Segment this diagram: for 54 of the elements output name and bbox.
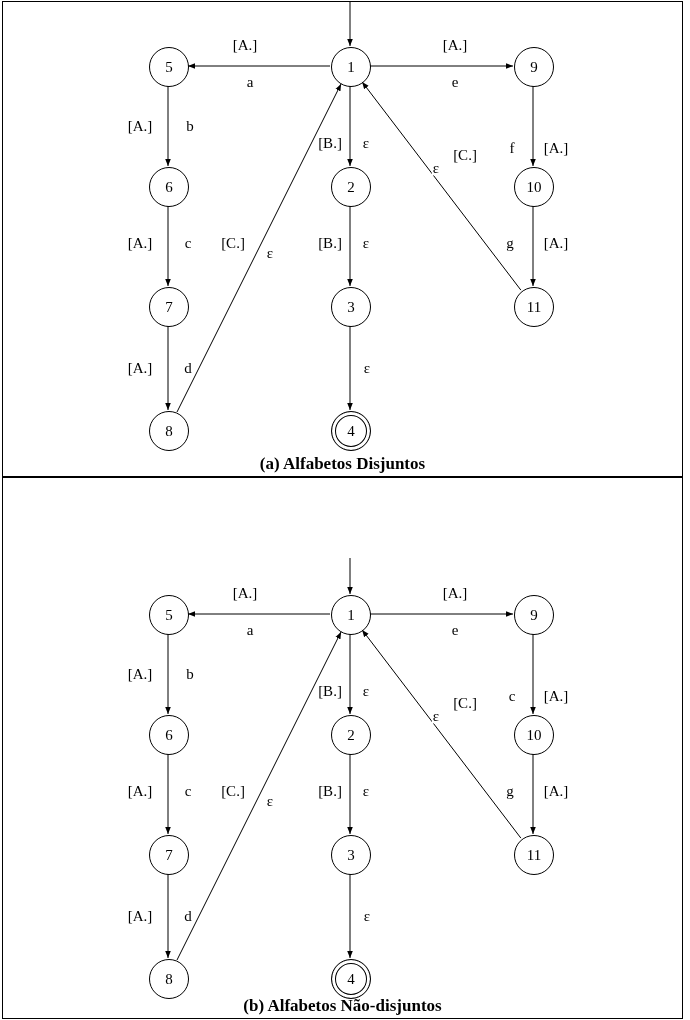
transition-arrow bbox=[165, 873, 171, 959]
transition-arrow bbox=[361, 81, 522, 291]
edge-label: [A.] bbox=[441, 37, 469, 53]
edge-label: [C.] bbox=[452, 695, 478, 711]
edge-label: [C.] bbox=[220, 235, 246, 251]
transition-arrow bbox=[347, 205, 353, 287]
transition-arrow bbox=[347, 325, 353, 411]
edge-label: [A.] bbox=[126, 235, 154, 251]
edge-label: [B.] bbox=[317, 683, 343, 699]
edge-label: b bbox=[185, 666, 195, 682]
transition-arrow bbox=[165, 85, 171, 167]
transition-arrow bbox=[369, 611, 514, 617]
edge-label: [A.] bbox=[231, 585, 259, 601]
transition-arrow bbox=[347, 633, 353, 715]
panel-caption: (a) Alfabetos Disjuntos bbox=[258, 452, 427, 474]
edge-label: [A.] bbox=[231, 37, 259, 53]
edge-label: [A.] bbox=[542, 235, 570, 251]
transition-arrow bbox=[530, 753, 536, 835]
transition-arrow bbox=[347, 557, 353, 595]
edge-label: [A.] bbox=[126, 360, 154, 376]
edge-label: [B.] bbox=[317, 783, 343, 799]
transition-arrow bbox=[187, 611, 331, 617]
edge-label: [C.] bbox=[220, 783, 246, 799]
transition-arrow bbox=[530, 85, 536, 167]
edge-label: [A.] bbox=[126, 908, 154, 924]
transition-arrow bbox=[530, 633, 536, 715]
transition-arrow bbox=[347, 85, 353, 167]
edge-label: [B.] bbox=[317, 135, 343, 151]
edge-label: [A.] bbox=[441, 585, 469, 601]
edge-label: [A.] bbox=[126, 118, 154, 134]
transition-arrow bbox=[165, 325, 171, 411]
transition-arrow bbox=[165, 633, 171, 715]
edge-label: [A.] bbox=[542, 140, 570, 156]
edge-label: [B.] bbox=[317, 235, 343, 251]
edge-label: f bbox=[508, 140, 516, 156]
edge-label: [A.] bbox=[126, 666, 154, 682]
edge-label: [A.] bbox=[126, 783, 154, 799]
edge-label: d bbox=[183, 360, 193, 376]
edge-label: [C.] bbox=[452, 147, 478, 163]
transition-arrow bbox=[347, 1, 353, 47]
edge-label: [A.] bbox=[542, 688, 570, 704]
transition-arrow bbox=[165, 753, 171, 835]
transition-arrow bbox=[347, 753, 353, 835]
transition-arrow bbox=[176, 631, 342, 961]
transition-arrow bbox=[361, 629, 522, 839]
edge-label: [A.] bbox=[542, 783, 570, 799]
transition-arrow bbox=[187, 63, 331, 69]
transition-arrow bbox=[165, 205, 171, 287]
transition-arrow bbox=[176, 83, 342, 413]
transition-arrow bbox=[347, 873, 353, 959]
transition-arrow bbox=[369, 63, 514, 69]
transition-arrow bbox=[530, 205, 536, 287]
edge-label: d bbox=[183, 908, 193, 924]
edge-label: b bbox=[185, 118, 195, 134]
